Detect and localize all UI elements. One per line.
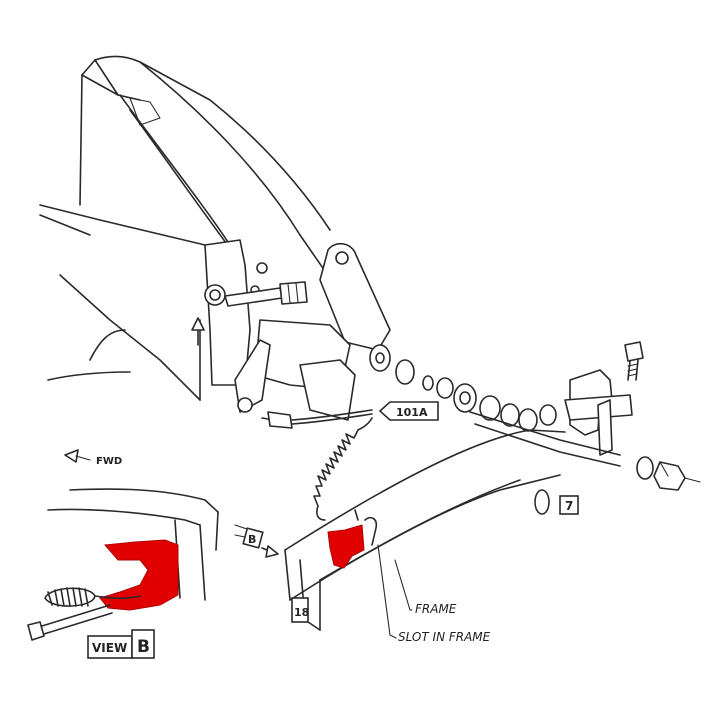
return-spring <box>313 417 373 521</box>
slot-in-frame-label: SLOT IN FRAME <box>398 630 491 644</box>
view-b-inset <box>27 488 219 641</box>
view-direction-arrow-icon: B <box>234 524 279 558</box>
ref-7-label: 7 <box>565 499 573 513</box>
brake-cable <box>261 409 373 429</box>
highlighted-bracket-frame <box>327 524 365 569</box>
ref-18-label: 18 <box>294 606 309 619</box>
frame-leader <box>394 559 413 611</box>
right-nut <box>636 456 701 491</box>
fwd-arrow-icon: FWD <box>64 449 122 467</box>
body-panel-outline <box>39 55 391 401</box>
equalizer-lever <box>234 242 391 421</box>
slot-leader <box>377 544 397 639</box>
oval-clip <box>534 489 550 515</box>
view-letter-label: B <box>137 637 150 657</box>
up-arrow-icon <box>191 317 205 346</box>
ref-101a-tag: 101A <box>378 401 439 421</box>
frame-rail <box>284 429 566 631</box>
ref-101a-label: 101A <box>396 406 428 419</box>
ref-7-tag: 7 <box>559 495 579 515</box>
highlighted-bracket-view-b <box>99 539 179 611</box>
fwd-label: FWD <box>96 456 122 467</box>
bracket-bolt <box>224 281 308 307</box>
view-label: VIEW <box>92 641 127 655</box>
vertical-bolt <box>624 341 644 381</box>
cross-shaft <box>469 411 621 467</box>
right-bracket <box>564 369 633 456</box>
mounting-bracket <box>204 239 268 386</box>
ref-b-label: B <box>248 533 256 546</box>
ref-18-tag: 18 <box>291 597 309 623</box>
frame-label: FRAME <box>415 602 457 616</box>
shaft-hardware <box>369 344 557 432</box>
view-b-caption: VIEW B <box>87 629 155 659</box>
